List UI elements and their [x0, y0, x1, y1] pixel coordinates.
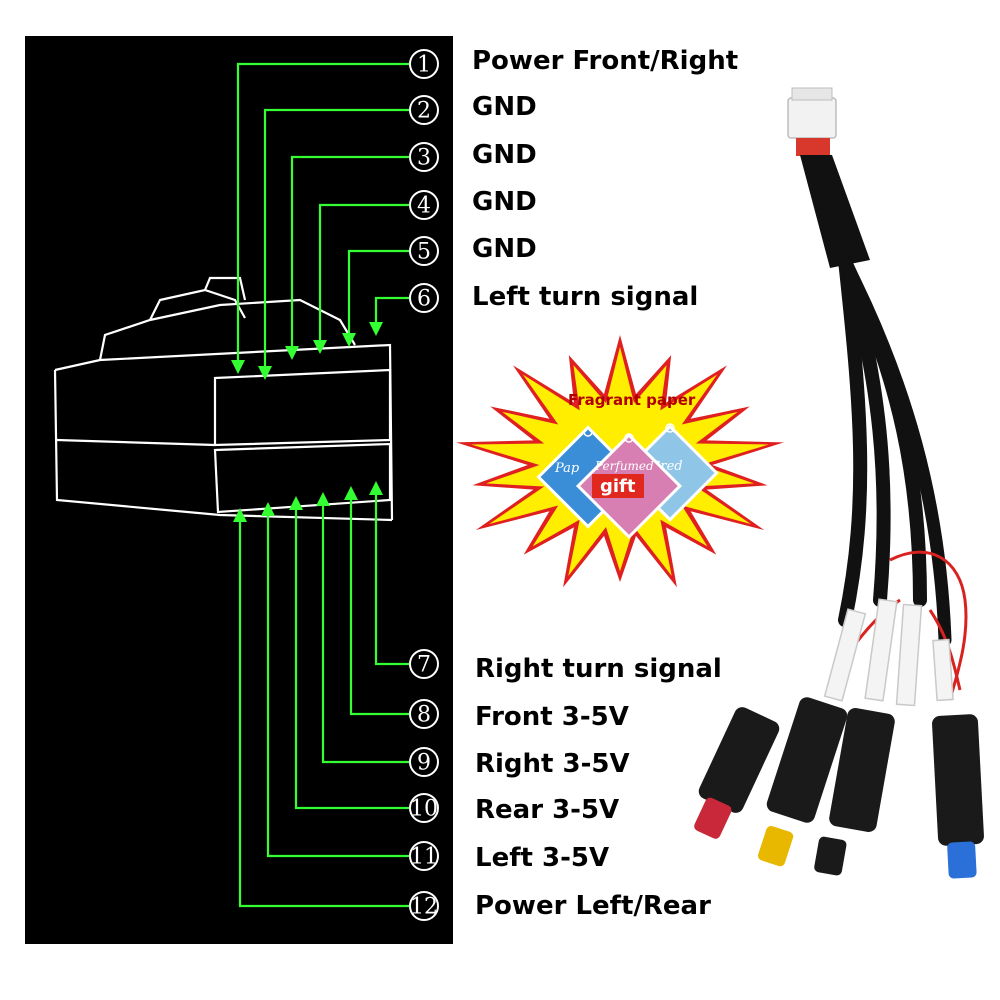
leader-arrow-pin-6 — [369, 322, 383, 336]
pin-label-3: GND — [472, 140, 537, 170]
burst-caption: Fragrant paper — [568, 391, 696, 409]
pin-label-1: Power Front/Right — [472, 46, 739, 76]
plug-tip-1 — [694, 797, 732, 839]
leader-arrow-pin-7 — [369, 481, 383, 495]
leader-line-pin-5 — [347, 249, 410, 335]
pin-number: 4 — [417, 194, 431, 219]
pin-label-12: Power Left/Rear — [475, 891, 711, 921]
leader-arrow-pin-1 — [231, 360, 245, 374]
pin-number: 8 — [417, 703, 431, 728]
leader-line-pin-8 — [349, 498, 410, 716]
connector-housing-outline — [53, 276, 394, 522]
pin-number: 1 — [417, 53, 431, 78]
promo-burst: Fragrant paper Pap Gred Perfumed — [456, 335, 784, 588]
leader-arrow-pin-9 — [316, 492, 330, 506]
waterproof-plugs — [698, 697, 984, 846]
leader-arrow-pin-11 — [261, 502, 275, 516]
plug-tips — [694, 797, 977, 879]
fragrant-paper-cards: Pap Gred Perfumed gift — [536, 423, 719, 540]
leader-arrow-pin-8 — [344, 486, 358, 500]
pin-label-8: Front 3-5V — [475, 702, 629, 732]
leader-line-pin-7 — [374, 493, 410, 666]
black-wires — [838, 253, 952, 647]
pin-label-4: GND — [472, 187, 537, 217]
pin-number: 9 — [417, 751, 431, 776]
pin-badge-11: 11 — [409, 841, 439, 871]
jst-plug — [787, 87, 837, 156]
pin-label-2: GND — [472, 92, 537, 122]
cable-harness — [694, 87, 984, 879]
pin-label-5: GND — [472, 234, 537, 264]
pin-number: 6 — [417, 287, 431, 312]
pin-label-7: Right turn signal — [475, 654, 722, 684]
paper-card-center: Perfumed gift — [575, 432, 683, 540]
leader-line-pin-10 — [294, 508, 410, 810]
pin-number: 7 — [417, 653, 431, 678]
leader-line-pin-6 — [374, 296, 410, 324]
pin-badge-6: 6 — [409, 283, 439, 313]
leader-line-pin-1 — [236, 62, 410, 362]
pin-badge-4: 4 — [409, 190, 439, 220]
pin-badge-10: 10 — [409, 793, 439, 823]
leader-lines — [231, 62, 410, 908]
card-text-center: Perfumed — [594, 459, 654, 473]
pin-label-9: Right 3-5V — [475, 749, 630, 779]
leader-line-pin-9 — [321, 504, 410, 764]
pin-number: 11 — [410, 845, 438, 870]
leader-arrow-pin-5 — [342, 333, 356, 347]
pin-number: 10 — [410, 797, 438, 822]
leader-arrow-pin-2 — [258, 366, 272, 380]
leader-line-pin-11 — [266, 514, 410, 858]
pin-label-10: Rear 3-5V — [475, 795, 620, 825]
leader-line-pin-3 — [290, 155, 410, 348]
leader-line-pin-12 — [238, 520, 410, 908]
pin-number: 5 — [417, 240, 431, 265]
pin-badge-9: 9 — [409, 747, 439, 777]
plug-tip-2 — [758, 825, 794, 867]
leader-arrow-pin-10 — [289, 496, 303, 510]
shrink-tube — [800, 155, 870, 268]
pin-badge-2: 2 — [409, 95, 439, 125]
pin-number: 12 — [410, 895, 438, 920]
pin-badge-3: 3 — [409, 142, 439, 172]
leader-line-pin-4 — [318, 203, 410, 342]
pin-number: 3 — [417, 146, 431, 171]
pin-label-6: Left turn signal — [472, 282, 699, 312]
plug-tip-4 — [947, 841, 977, 879]
leader-arrow-pin-3 — [285, 346, 299, 360]
leader-line-pin-2 — [263, 108, 410, 368]
pin-number: 2 — [417, 99, 431, 124]
pin-label-11: Left 3-5V — [475, 843, 610, 873]
pin-badge-5: 5 — [409, 236, 439, 266]
pin-badge-7: 7 — [409, 649, 439, 679]
pin-badge-8: 8 — [409, 699, 439, 729]
leader-arrow-pin-4 — [313, 340, 327, 354]
gift-tag — [592, 474, 644, 498]
plug-tip-3 — [814, 836, 847, 876]
white-sleeves — [823, 598, 954, 707]
gift-text: gift — [600, 476, 636, 497]
pin-badge-1: 1 — [409, 49, 439, 79]
leader-arrow-pin-12 — [233, 508, 247, 522]
pin-badge-12: 12 — [409, 891, 439, 921]
card-text-left: Pap — [554, 461, 580, 476]
